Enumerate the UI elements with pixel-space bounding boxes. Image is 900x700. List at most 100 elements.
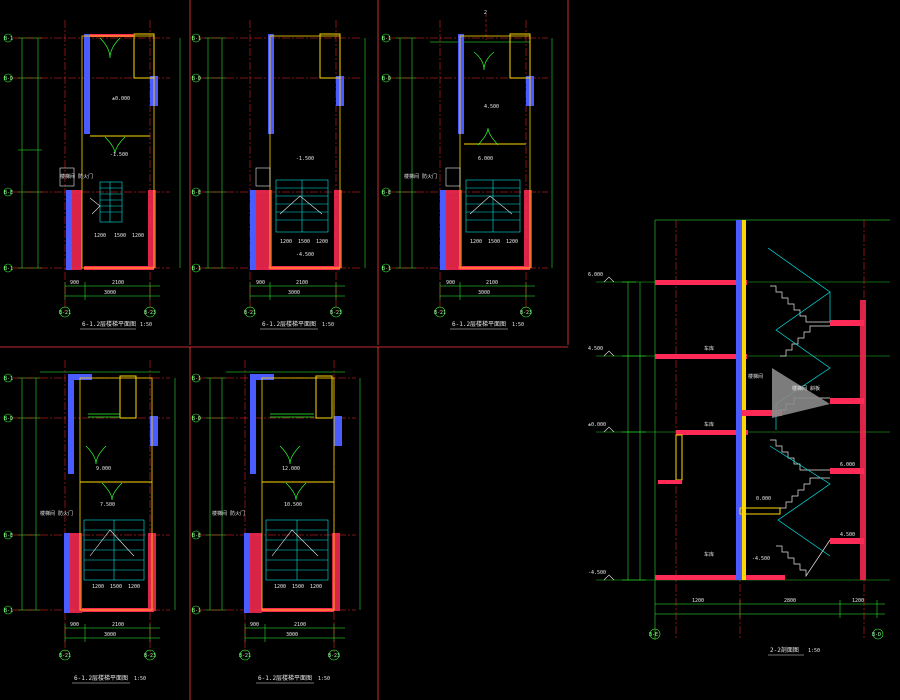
plan-c-row-4: B-1 [382, 266, 391, 272]
plan-c-dim-1: 900 [446, 280, 455, 286]
plan-a-doors [99, 37, 126, 155]
sheet-frames [0, 0, 569, 700]
plan-b-row-2: B-D [192, 76, 201, 82]
section-level-1: 6.000 [588, 272, 603, 278]
plan-c-row-1: B-1 [382, 36, 391, 42]
section-col-1: B-E [649, 632, 658, 638]
plan-b-elev-low: -4.500 [296, 252, 314, 258]
stair-plan-c: 楼梯间 防火门 4.500 6.000 1200 1500 1200 900 2… [381, 10, 553, 330]
plan-d-note: 楼梯间 防火门 [40, 510, 73, 517]
plan-c-stair-dim-1: 1200 [470, 239, 482, 245]
plan-a-dim-1: 900 [70, 280, 79, 286]
section-level-3: ±0.000 [588, 422, 606, 428]
plan-a-row-4: B-1 [4, 266, 13, 272]
section-title: 2-2剖面图 [770, 646, 799, 654]
plan-b-grid-bubbles [191, 33, 342, 318]
plan-a-row-2: B-D [4, 76, 13, 82]
plan-c-dim-total: 3000 [478, 290, 490, 296]
plan-b-col-1: B-21 [244, 310, 256, 316]
plan-e-note: 楼梯间 防火门 [212, 510, 245, 517]
plan-e-stair-treads [265, 519, 329, 581]
plan-d-stair-dim-3: 1200 [128, 584, 140, 590]
plan-e-elev-landing: 10.500 [284, 502, 302, 508]
plan-e-row-2: B-D [192, 416, 201, 422]
plan-d-grid-bubbles [3, 373, 156, 661]
plan-a-elev-room: ±0.000 [112, 96, 130, 102]
plan-a-col-2: B-23 [144, 310, 156, 316]
plan-c-walls [440, 33, 534, 270]
plan-b-walls [250, 33, 344, 270]
plan-c-section-mark: 2 [484, 10, 487, 16]
plan-a-dim-2: 2100 [112, 280, 124, 286]
plan-c-row-3: B-E [382, 190, 391, 196]
plan-e-grid-bubbles [191, 373, 340, 661]
section-level-label-3: 0.000 [756, 496, 771, 502]
section-shaded-slab [772, 368, 830, 418]
plan-e-stair-dim-2: 1500 [292, 584, 304, 590]
plan-e-dim-1: 900 [250, 622, 259, 628]
section-dim-3: 1200 [852, 598, 864, 604]
section-room-3: 车库 [704, 421, 714, 428]
plan-e-dim-2: 2100 [294, 622, 306, 628]
plan-b-row-3: B-E [192, 190, 201, 196]
plan-c-scale: 1:50 [512, 322, 524, 328]
plan-a-stair-dim-3: 1200 [132, 233, 144, 239]
plan-b-dim-2: 2100 [296, 280, 308, 286]
plan-d-walls [64, 374, 158, 613]
plan-a-stair-dim-2: 1500 [114, 233, 126, 239]
plan-a-grid-bubbles [3, 33, 156, 318]
plan-c-row-2: B-D [382, 76, 391, 82]
plan-e-doors [270, 413, 314, 501]
plan-d-row-4: B-1 [4, 608, 13, 614]
plan-e-col-2: B-23 [328, 653, 340, 659]
section-room-4: 车库 [704, 551, 714, 558]
plan-a-stair-dim-1: 1200 [94, 233, 106, 239]
stair-section-2-2: 6.000 4.500 ±0.000 -4.500 车库 楼梯间 车库 车库 楼… [588, 219, 890, 656]
plan-c-dim-2: 2100 [486, 280, 498, 286]
plan-d-title: 6-1.2层楼梯平面图 [74, 674, 128, 682]
plan-e-dim-total: 3000 [286, 632, 298, 638]
section-scale: 1:50 [808, 648, 820, 654]
plan-d-stair-dim-2: 1500 [110, 584, 122, 590]
plan-c-grid-bubbles [381, 33, 532, 318]
plan-b-title: 6-1.2层楼梯平面图 [262, 320, 316, 328]
plan-d-dim-1: 900 [70, 622, 79, 628]
plan-a-row-1: B-1 [4, 36, 13, 42]
plan-e-row-4: B-1 [192, 608, 201, 614]
section-room-1: 车库 [704, 345, 714, 352]
stair-plan-e: 楼梯间 防火门 12.000 10.500 1200 1500 1200 900… [191, 360, 361, 684]
section-level-markers [603, 276, 615, 581]
plan-b-dim-total: 3000 [288, 290, 300, 296]
section-level-label-4: -4.500 [752, 556, 770, 562]
plan-b-stair-treads [275, 179, 329, 233]
plan-b-dim-1: 900 [256, 280, 265, 286]
plan-a-scale: 1:50 [140, 322, 152, 328]
plan-d-doors [85, 413, 123, 501]
plan-e-stair-dim-3: 1200 [310, 584, 322, 590]
plan-d-row-2: B-D [4, 416, 13, 422]
plan-b-col-2: B-23 [330, 310, 342, 316]
plan-e-scale: 1:50 [318, 676, 330, 682]
plan-d-dim-2: 2100 [112, 622, 124, 628]
stair-plan-a: 楼梯间 防火门 ±0.000 -1.500 1200 1500 1200 900… [3, 20, 181, 330]
plan-a-note: 楼梯间 防火门 [60, 173, 93, 180]
section-note: 楼梯间 斜板 [792, 385, 820, 392]
plan-b-stair-dim-1: 1200 [280, 239, 292, 245]
plan-a-walls [66, 33, 158, 270]
plan-c-elev-landing: 6.000 [478, 156, 493, 162]
plan-c-stair-dim-2: 1500 [488, 239, 500, 245]
section-dim-1: 1200 [692, 598, 704, 604]
plan-e-stair-dim-1: 1200 [274, 584, 286, 590]
plan-a-stair-treads [89, 181, 123, 223]
plan-b-elev-landing: -1.500 [296, 156, 314, 162]
plan-d-row-3: B-E [4, 533, 13, 539]
section-level-label-1: 6.000 [840, 462, 855, 468]
section-dim-2: 2800 [784, 598, 796, 604]
stair-plan-b: -1.500 -4.500 1200 1500 1200 900 2100 30… [191, 20, 366, 330]
section-slabs-walls [655, 220, 866, 580]
plan-d-elev-landing: 7.500 [100, 502, 115, 508]
plan-d-stair-treads [83, 519, 145, 581]
plan-d-dim-total: 3000 [104, 632, 116, 638]
plan-c-note: 楼梯间 防火门 [404, 173, 437, 180]
plan-e-col-1: B-21 [239, 653, 251, 659]
